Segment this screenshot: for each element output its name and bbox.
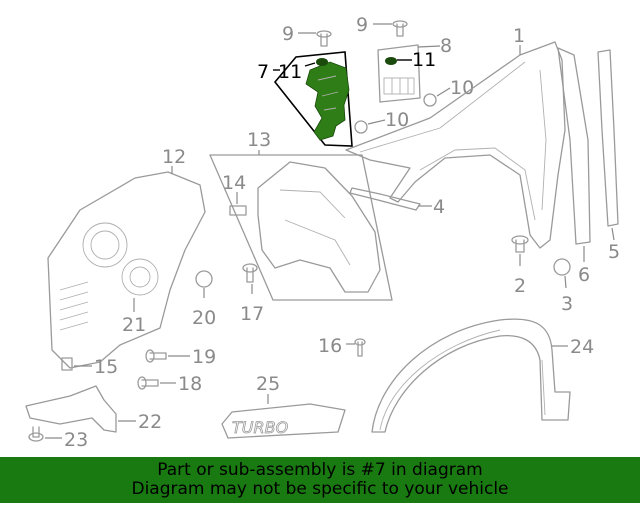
callout-6: 6 — [578, 264, 590, 286]
callout-18: 18 — [178, 373, 202, 395]
callout-17: 17 — [240, 303, 264, 325]
arch-flare-24 — [371, 318, 571, 433]
leader-3 — [564, 275, 567, 289]
rear-liner-13 — [257, 161, 381, 293]
callout-7: 7 — [257, 61, 269, 83]
callout-11a: 11 — [278, 61, 302, 83]
part-7-bracket-detail — [317, 75, 339, 111]
plate-8 — [377, 44, 421, 103]
emblem-text: TURBO — [232, 418, 288, 437]
bolt-2 — [511, 235, 529, 253]
callout-25: 25 — [256, 373, 280, 395]
callout-9a: 9 — [282, 23, 294, 45]
screw-18 — [137, 376, 159, 390]
callout-24: 24 — [570, 336, 594, 358]
banner-line-2: Diagram may not be specific to your vehi… — [131, 479, 509, 499]
clip-15 — [61, 357, 73, 371]
callout-21: 21 — [122, 314, 146, 336]
screw-16 — [354, 338, 366, 357]
clip-14 — [229, 205, 247, 216]
part-11-nut-left — [316, 58, 328, 66]
callout-5: 5 — [608, 241, 620, 263]
front-liner-12 — [47, 171, 206, 369]
callout-22: 22 — [138, 411, 162, 433]
callout-14: 14 — [222, 172, 246, 194]
callout-19: 19 — [192, 346, 216, 368]
screw-17 — [242, 263, 258, 283]
nut-3 — [553, 258, 571, 276]
callout-10b: 10 — [385, 109, 409, 131]
screw-19 — [145, 349, 167, 363]
nut-10b — [354, 120, 368, 134]
seal-5 — [597, 49, 619, 227]
part-11-nut-right — [385, 57, 397, 65]
callout-23: 23 — [64, 429, 88, 451]
liner-13-panel — [209, 154, 393, 301]
bolt-9a — [316, 30, 332, 47]
callout-13: 13 — [247, 129, 271, 151]
callout-10a: 10 — [450, 77, 474, 99]
highlighted-part-7-group[interactable] — [273, 51, 353, 147]
leader-5 — [611, 227, 615, 241]
callout-15: 15 — [94, 356, 118, 378]
callout-20: 20 — [192, 307, 216, 329]
pillar-6 — [557, 47, 591, 245]
callout-1: 1 — [513, 25, 525, 47]
nut-10a — [423, 93, 437, 107]
callout-8: 8 — [440, 35, 452, 57]
leader-11a — [304, 62, 316, 67]
callout-16: 16 — [318, 335, 342, 357]
bolt-23 — [28, 426, 44, 442]
bolt-9b — [392, 20, 408, 37]
banner-line-1: Part or sub-assembly is #7 in diagram — [157, 460, 483, 480]
callout-9b: 9 — [356, 14, 368, 36]
callout-3: 3 — [561, 293, 573, 315]
emblem-25: TURBO — [221, 403, 346, 439]
trim-4 — [349, 187, 421, 211]
info-banner: Part or sub-assembly is #7 in diagram Di… — [0, 457, 640, 503]
callout-11b: 11 — [412, 49, 436, 71]
leader-10a — [436, 87, 451, 97]
leader-10b — [367, 119, 386, 125]
fender-1 — [345, 41, 566, 249]
bracket-22 — [25, 385, 117, 433]
clip-20 — [195, 270, 213, 288]
callout-12: 12 — [162, 146, 186, 168]
parts-diagram: 7 11 9 9 8 11 10 10 1 4 6 5 — [25, 14, 620, 451]
part-7-bracket[interactable] — [305, 61, 350, 141]
callout-4: 4 — [433, 196, 445, 218]
callout-2: 2 — [514, 275, 526, 297]
leader-8 — [417, 45, 441, 48]
